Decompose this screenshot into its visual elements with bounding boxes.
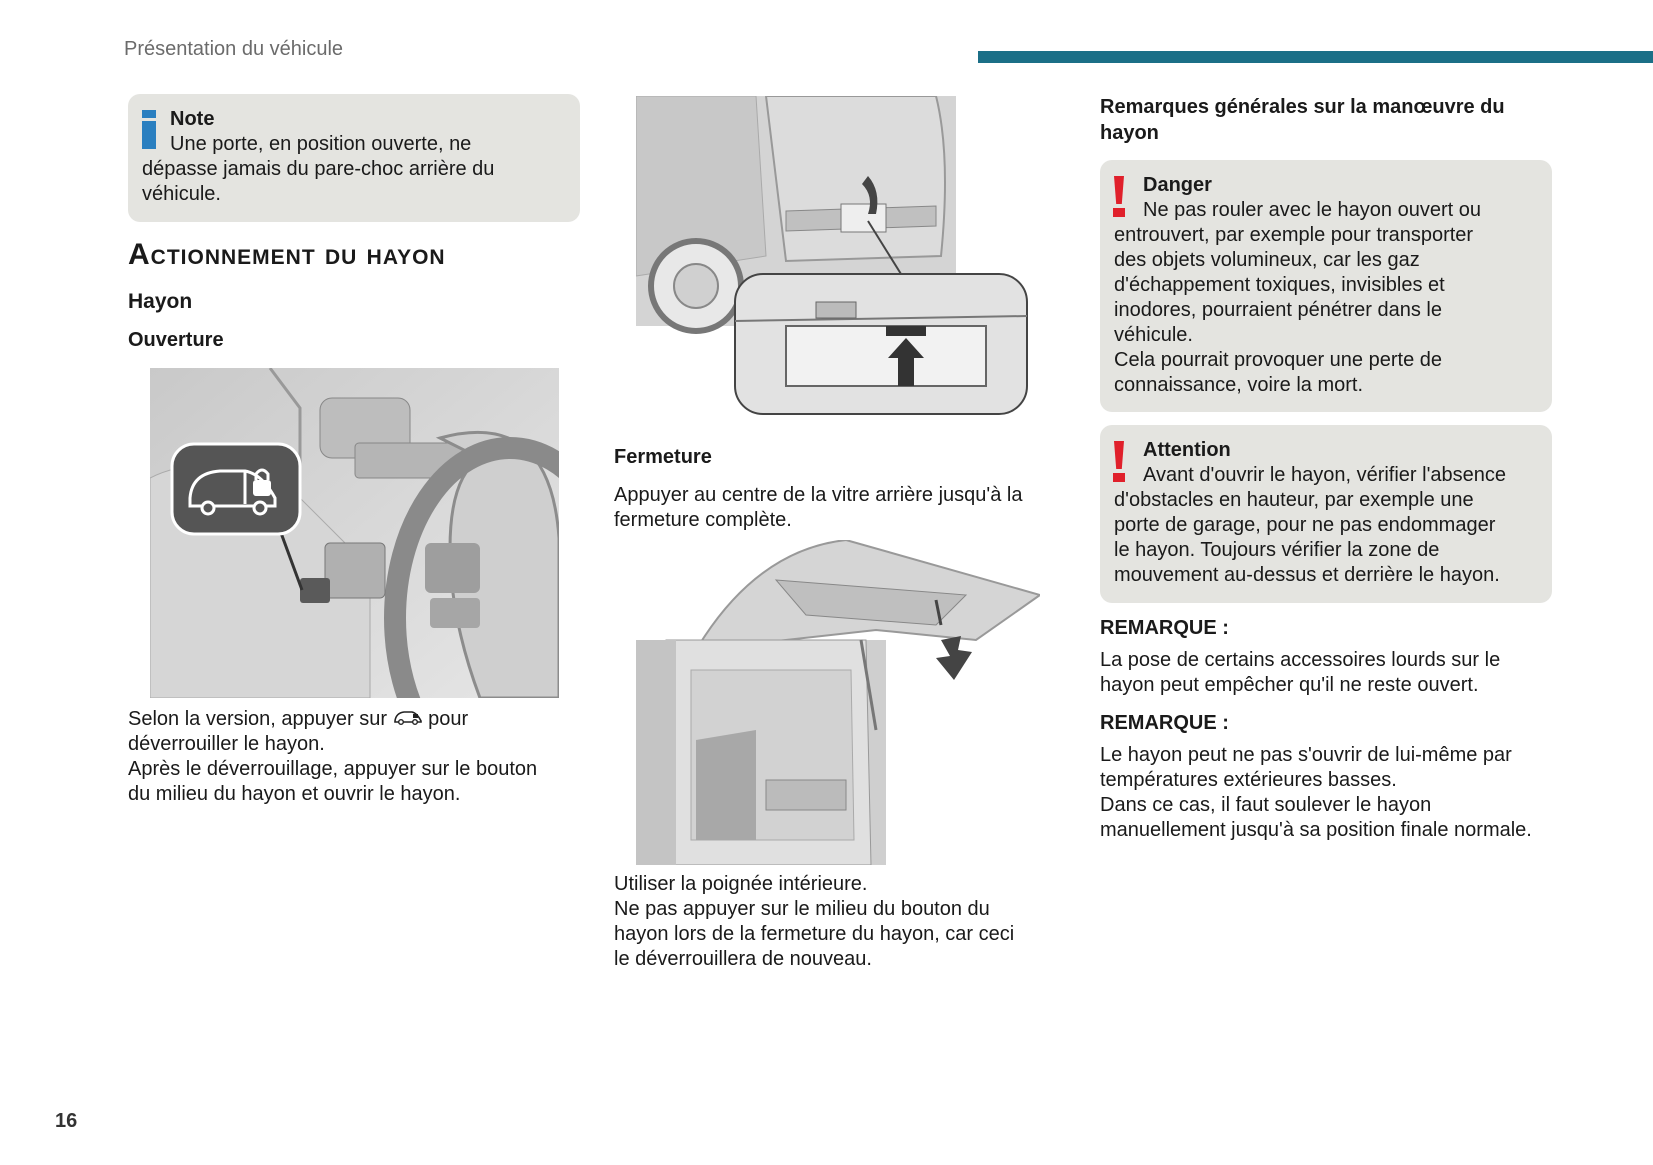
running-header: Présentation du véhicule [124,38,344,60]
warning-exclamation-icon [1112,176,1126,218]
info-icon [142,110,156,149]
attention-title: Attention [1143,439,1231,461]
attention-line-2: d'obstacles en hauteur, par exemple une [1114,489,1474,511]
bottom-line-2: Ne pas appuyer sur le milieu du bouton d… [614,898,990,920]
subtitle-fermeture: Fermeture [614,446,712,468]
danger-line-2: entrouvert, par exemple pour transporter [1114,224,1474,246]
ouverture-line-3: Après le déverrouillage, appuyer sur le … [128,758,538,781]
danger-line-1: Ne pas rouler avec le hayon ouvert ou [1143,199,1481,221]
danger-title: Danger [1143,174,1212,196]
open-tailgate-illustration [636,540,1040,865]
fermeture-line-2: fermeture complète. [614,509,792,531]
bottom-para: Utiliser la poignée intérieure. Ne pas a… [614,872,1054,972]
remarque-1-line-1: La pose de certains accessoires lourds s… [1100,649,1501,671]
fermeture-line-1: Appuyer au centre de la vitre arrière ju… [614,484,1023,506]
rear-handle-illustration [636,96,1028,415]
note-line-2: dépasse jamais du pare-choc arrière du [142,158,495,180]
right-heading: Remarques générales sur la manœuvre du h… [1100,94,1560,146]
figure-rear-handle [636,96,1029,418]
remarque-1-text: La pose de certains accessoires lourds s… [1100,648,1560,698]
remarque-2-line-2: températures extérieures basses. [1100,769,1397,791]
ouverture-line-4: du milieu du hayon et ouvrir le hayon. [128,783,461,806]
remarque-1-line-2: hayon peut empêcher qu'il ne reste ouver… [1100,674,1479,696]
subtitle-hayon: Hayon [128,290,193,313]
note-line-3: véhicule. [142,183,221,205]
bottom-line-3: hayon lors de la fermeture du hayon, car… [614,923,1015,945]
remarque-2-line-1: Le hayon peut ne pas s'ouvrir de lui-mêm… [1100,744,1512,766]
note-title: Note [170,108,215,130]
page-number: 16 [55,1110,78,1132]
ouverture-para: Selon la version, appuyer sur pour déver… [128,707,568,807]
remarque-1-title: REMARQUE : [1100,617,1229,639]
attention-line-1: Avant d'ouvrir le hayon, vérifier l'abse… [1143,464,1507,486]
danger-line-5: inodores, pourraient pénétrer dans le [1114,299,1442,321]
danger-line-6: véhicule. [1114,324,1193,346]
tailgate-unlock-icon [393,707,423,732]
remarque-2-title: REMARQUE : [1100,712,1229,734]
ouverture-line-2: déverrouiller le hayon. [128,733,325,756]
right-heading-line-2: hayon [1100,122,1159,144]
fermeture-para: Appuyer au centre de la vitre arrière ju… [614,483,1054,533]
attention-line-5: mouvement au-dessus et derrière le hayon… [1114,564,1500,586]
remarque-2-line-4: manuellement jusqu'à sa position finale … [1100,819,1532,841]
danger-line-4: d'échappement toxiques, invisibles et [1114,274,1445,296]
bottom-line-1: Utiliser la poignée intérieure. [614,873,868,895]
attention-callout: Attention Avant d'ouvrir le hayon, vérif… [1100,425,1552,603]
attention-line-3: porte de garage, pour ne pas endommager [1114,514,1496,536]
danger-callout: Danger Ne pas rouler avec le hayon ouver… [1100,160,1552,412]
figure-door-switch [150,368,559,698]
subtitle-ouverture: Ouverture [128,329,224,351]
warning-exclamation-icon [1112,441,1126,483]
ouverture-line-1-post: pour [428,708,469,730]
remarque-2-text: Le hayon peut ne pas s'ouvrir de lui-mêm… [1100,743,1570,843]
section-title: Actionnement du hayon [128,238,446,271]
door-switch-illustration [150,368,559,698]
danger-line-7: Cela pourrait provoquer une perte de [1114,349,1442,371]
remarque-2-line-3: Dans ce cas, il faut soulever le hayon [1100,794,1432,816]
danger-line-3: des objets volumineux, car les gaz [1114,249,1420,271]
ouverture-line-1: Selon la version, appuyer sur pour [128,707,568,732]
figure-open-tailgate [636,540,1040,865]
bottom-line-4: le déverrouillera de nouveau. [614,948,872,970]
danger-line-8: connaissance, voire la mort. [1114,374,1364,396]
right-heading-line-1: Remarques générales sur la manœuvre du [1100,96,1505,118]
header-accent-bar [978,51,1653,63]
note-line-1: Une porte, en position ouverte, ne [170,133,472,155]
note-callout: Note Une porte, en position ouverte, ne … [128,94,580,222]
ouverture-line-1-pre: Selon la version, appuyer sur [128,708,388,730]
attention-line-4: le hayon. Toujours vérifier la zone de [1114,539,1440,561]
